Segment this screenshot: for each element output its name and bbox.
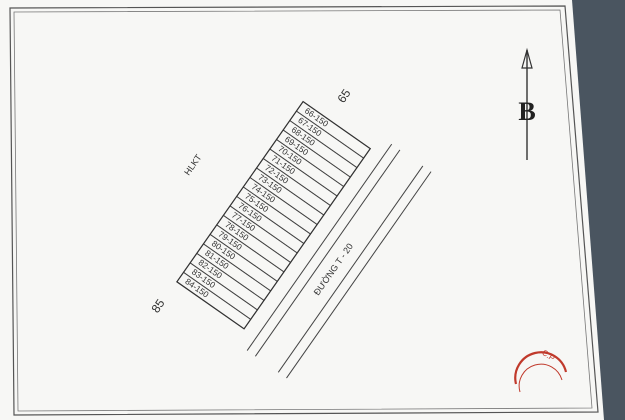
- road-line: [246, 143, 393, 351]
- plot-block: 66-15067-15068-15069-15070-15071-15072-1…: [176, 100, 432, 379]
- road-line: [254, 149, 401, 357]
- north-arrow-icon: [521, 47, 533, 160]
- north-marker: B: [518, 97, 535, 126]
- road-line: [277, 165, 424, 373]
- stamp-icon: [514, 351, 568, 393]
- inner-frame: [13, 9, 593, 412]
- paper-sheet: [0, 0, 604, 420]
- plot-outline: [176, 100, 372, 330]
- outer-frame: [9, 5, 599, 416]
- road-line: [286, 171, 432, 379]
